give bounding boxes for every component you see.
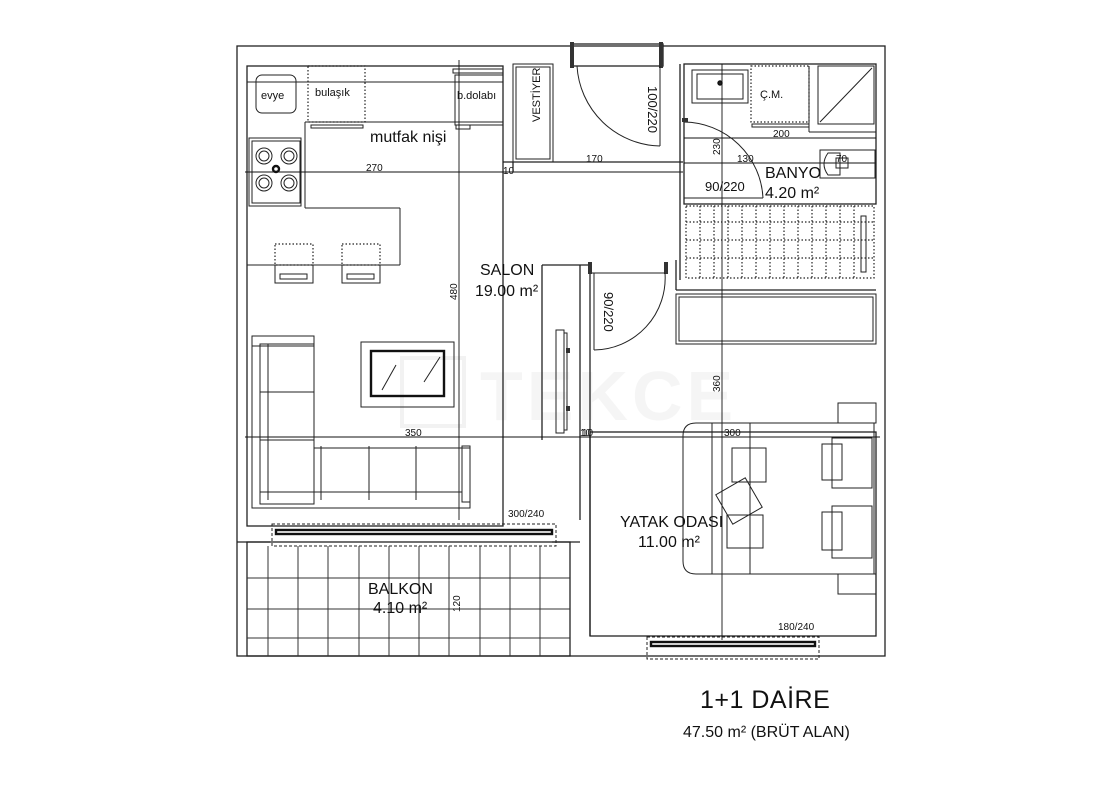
svg-text:Ç.M.: Ç.M. (760, 89, 783, 101)
svg-text:300/240: 300/240 (508, 509, 545, 520)
svg-text:200: 200 (773, 129, 790, 140)
kitchen: evye bulaşık b.dolabı mutfak nişi (246, 65, 504, 284)
sofa-icon (251, 335, 471, 509)
svg-text:10: 10 (503, 166, 515, 177)
entrance-door: 100/220 (570, 42, 664, 147)
svg-text:270: 270 (366, 163, 383, 174)
svg-text:SALON: SALON (480, 262, 534, 279)
plan-title: 1+1 DAİRE (700, 686, 831, 714)
svg-text:10: 10 (582, 428, 594, 439)
svg-text:300: 300 (724, 428, 741, 439)
interior-walls: 90/220 (541, 260, 677, 636)
svg-text:bulaşık: bulaşık (315, 87, 350, 99)
svg-text:YATAK ODASI: YATAK ODASI (620, 514, 723, 531)
svg-text:b.dolabı: b.dolabı (457, 90, 496, 102)
svg-text:70: 70 (836, 154, 848, 165)
bedroom: 360 300 10 YATAK ODASI 11.00 m² 180/240 (582, 290, 880, 660)
tv-icon (360, 341, 455, 408)
svg-text:10: 10 (580, 428, 592, 439)
svg-text:480: 480 (449, 283, 460, 300)
balcony: BALKON 4.10 m² 120 (246, 541, 571, 657)
svg-text:180/240: 180/240 (778, 622, 815, 633)
svg-text:360: 360 (712, 375, 723, 392)
svg-text:19.00 m²: 19.00 m² (475, 283, 539, 300)
svg-text:11.00 m²: 11.00 m² (638, 534, 701, 551)
svg-text:350: 350 (405, 428, 422, 439)
svg-text:BALKON: BALKON (368, 581, 433, 598)
bedroom-wardrobe (675, 289, 877, 345)
svg-text:170: 170 (586, 154, 603, 165)
svg-text:evye: evye (261, 90, 284, 102)
svg-text:120: 120 (452, 595, 463, 612)
svg-text:130: 130 (737, 154, 754, 165)
bed-icon (682, 402, 877, 595)
svg-text:100/220: 100/220 (645, 86, 660, 133)
svg-text:230: 230 (712, 138, 723, 155)
dimension-kitchen: 270 10 170 (245, 154, 683, 177)
salon: SALON 19.00 m² 480 350 10 (245, 60, 592, 547)
svg-text:mutfak nişi: mutfak nişi (370, 129, 446, 146)
svg-text:90/220: 90/220 (601, 292, 616, 332)
bathroom: Ç.M. 200 130 230 70 90/220 BANYO 4.20 m² (679, 63, 877, 290)
svg-text:BANYO: BANYO (765, 165, 821, 182)
svg-text:VESTİYER: VESTİYER (530, 68, 543, 122)
plan-gross-area: 47.50 m² (BRÜT ALAN) (683, 724, 850, 741)
svg-text:4.20 m²: 4.20 m² (765, 185, 820, 202)
svg-text:90/220: 90/220 (705, 179, 745, 194)
watermark: TEKCE (400, 356, 466, 428)
svg-text:4.10 m²: 4.10 m² (373, 600, 428, 617)
wardrobe: VESTİYER (512, 63, 554, 163)
